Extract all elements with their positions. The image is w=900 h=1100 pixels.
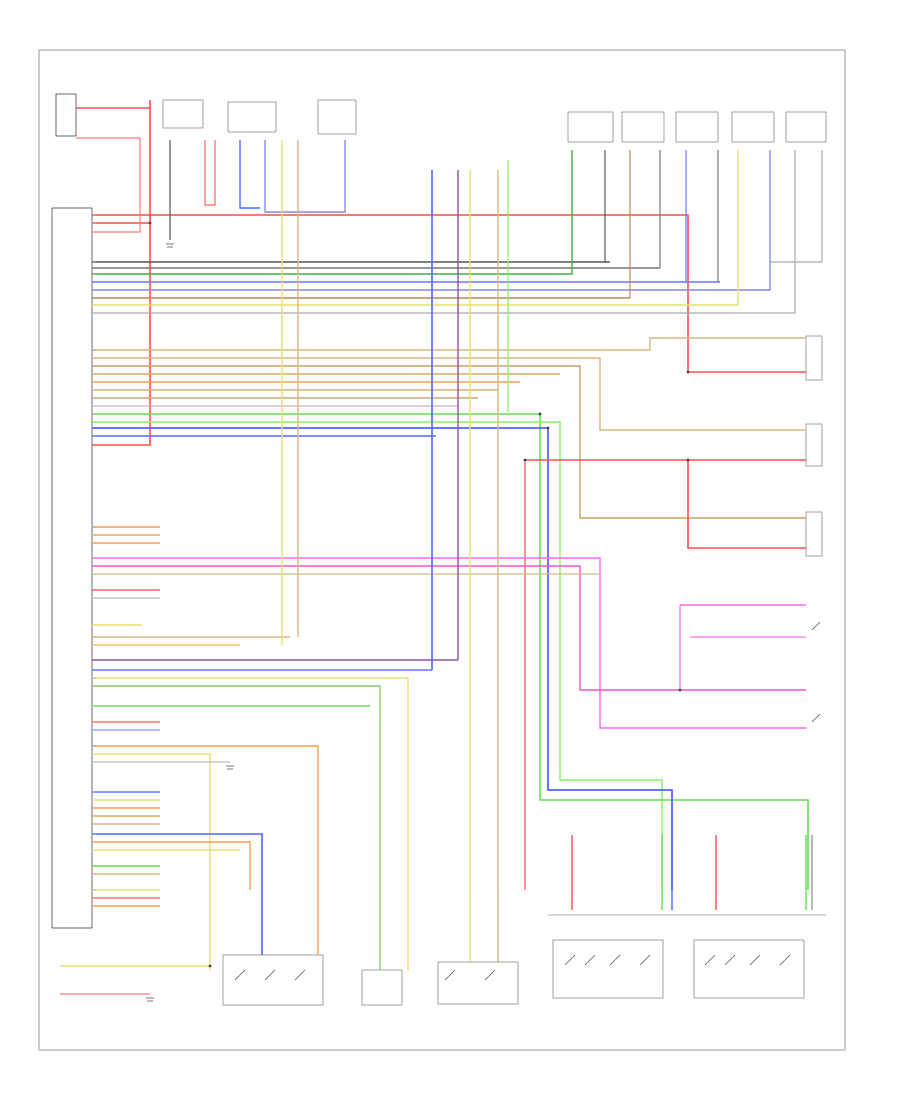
wire-magenta-2 [92, 565, 806, 691]
sensor-top-4 [731, 111, 775, 143]
diagram-frame [38, 49, 846, 1051]
wire-blue-2 [92, 150, 771, 291]
wire-tan-3 [92, 365, 806, 519]
wire-red-8 [687, 460, 806, 549]
wire-orange-5 [92, 745, 319, 890]
wire-yellow-2 [92, 677, 409, 890]
component-top-3 [317, 99, 357, 135]
bottom-right-assembly-1 [552, 939, 664, 999]
wire-red-3 [92, 100, 151, 446]
main-module-box [51, 207, 93, 929]
bottom-component-3 [437, 961, 519, 1005]
wire-tan-2 [92, 357, 806, 431]
wire-red-1 [92, 214, 806, 373]
vert-18 [770, 150, 823, 263]
bottom-right-assembly-2 [693, 939, 805, 999]
wire-green-dark [92, 150, 573, 275]
wire-blue-3 [92, 427, 673, 890]
wire-green-3 [92, 685, 381, 890]
wire-magenta-1 [92, 557, 806, 729]
sensor-top-2 [621, 111, 665, 143]
switch-symbols [234, 621, 821, 981]
vert-4 [239, 140, 260, 209]
right-sensor-3 [805, 511, 823, 557]
top-left-connector-box [55, 93, 77, 137]
splice-points [148, 221, 690, 968]
right-sensor-2 [805, 423, 823, 467]
ground-symbols [146, 243, 234, 1002]
vert-2 [204, 140, 215, 206]
wire-yellow-3 [92, 753, 211, 970]
wire-gray-3 [92, 150, 796, 314]
right-sensor-1 [805, 335, 823, 381]
bottom-component-1 [222, 954, 324, 1006]
bottom-component-2 [361, 969, 403, 1006]
main-module-pins [92, 214, 96, 891]
sensor-top-3 [675, 111, 719, 143]
sensor-top-5 [785, 111, 827, 143]
component-top-2 [227, 101, 277, 133]
wire-orange-6 [92, 841, 251, 890]
sensor-top-1 [567, 111, 614, 143]
wire-green-2 [92, 421, 663, 890]
wire-blue-6 [92, 833, 263, 890]
wire-green-1 [92, 413, 809, 890]
vert-5 [264, 140, 346, 213]
component-top-1 [162, 99, 204, 129]
wire-red-5 [76, 137, 141, 233]
wire-yellow-1 [92, 150, 739, 306]
wire-tan-1 [92, 337, 806, 351]
